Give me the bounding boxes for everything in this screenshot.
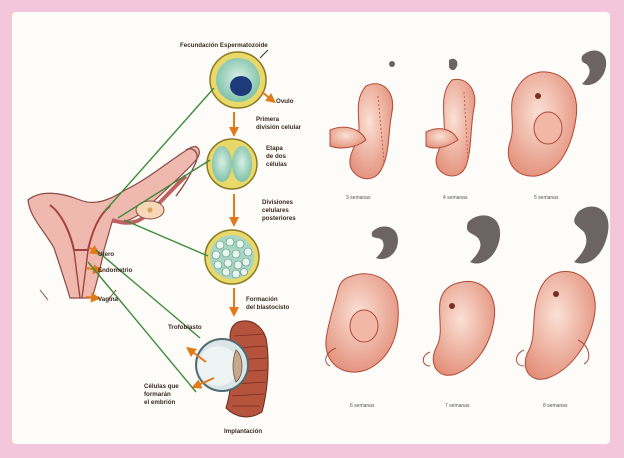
label-embryo-cells-1: Células que [144, 383, 179, 390]
caption-week: 3 semanas [346, 195, 371, 201]
blastocyst-implantation [196, 321, 268, 417]
caption-week: 4 semanas [443, 195, 468, 201]
label-first-division-2: división celular [256, 124, 302, 131]
embryo-5-weeks [508, 72, 576, 176]
label-fertilization: Fecundación Espermatozoide [180, 42, 268, 49]
caption-week: 6 semanas [350, 403, 375, 409]
silhouette-3-weeks [389, 61, 395, 67]
silhouette-7-weeks [467, 215, 500, 263]
uterus-illustration [28, 147, 199, 300]
label-endometrium: Endometrio [98, 267, 133, 274]
silhouette-5-weeks [582, 51, 607, 85]
size-silhouettes [372, 51, 609, 264]
caption-week: 5 semanas [534, 195, 559, 201]
label-first-division-1: Primera [256, 116, 280, 123]
silhouette-4-weeks [449, 59, 458, 70]
caption-week: 8 semanas [543, 403, 568, 409]
label-embryo-cells-3: el embrión [144, 399, 176, 406]
label-two-cells-2: de dos [266, 153, 286, 160]
cell-morula [205, 230, 259, 284]
label-implantation: Implantación [224, 428, 262, 435]
label-divisions-1: Divisiones [262, 199, 294, 206]
caption-week: 7 semanas [445, 403, 470, 409]
label-blastocyst-1: Formación [246, 296, 278, 303]
label-uterus: Utero [98, 251, 114, 258]
cell-ovum [210, 50, 268, 108]
label-ovum: Ovulo [276, 98, 294, 105]
label-vagina: Vagina [98, 296, 119, 303]
label-divisions-3: posteriores [262, 215, 296, 222]
label-trophoblast: Trofoblasto [168, 324, 202, 331]
embryo-8-weeks [517, 272, 596, 380]
cell-two-cell [207, 139, 257, 189]
embryo-4-weeks [426, 79, 475, 176]
label-blastocyst-2: del blastocisto [246, 304, 290, 311]
label-two-cells-1: Etapa [266, 145, 283, 152]
embryo-7-weeks [423, 281, 494, 375]
embryo-6-weeks [326, 274, 399, 372]
silhouette-8-weeks [574, 206, 609, 263]
label-two-cells-3: células [266, 161, 288, 168]
embryos [326, 72, 596, 379]
label-divisions-2: celulares [262, 207, 289, 214]
label-embryo-cells-2: formarán [144, 391, 171, 398]
silhouette-6-weeks [372, 226, 398, 259]
embryo-3-weeks [330, 84, 393, 179]
